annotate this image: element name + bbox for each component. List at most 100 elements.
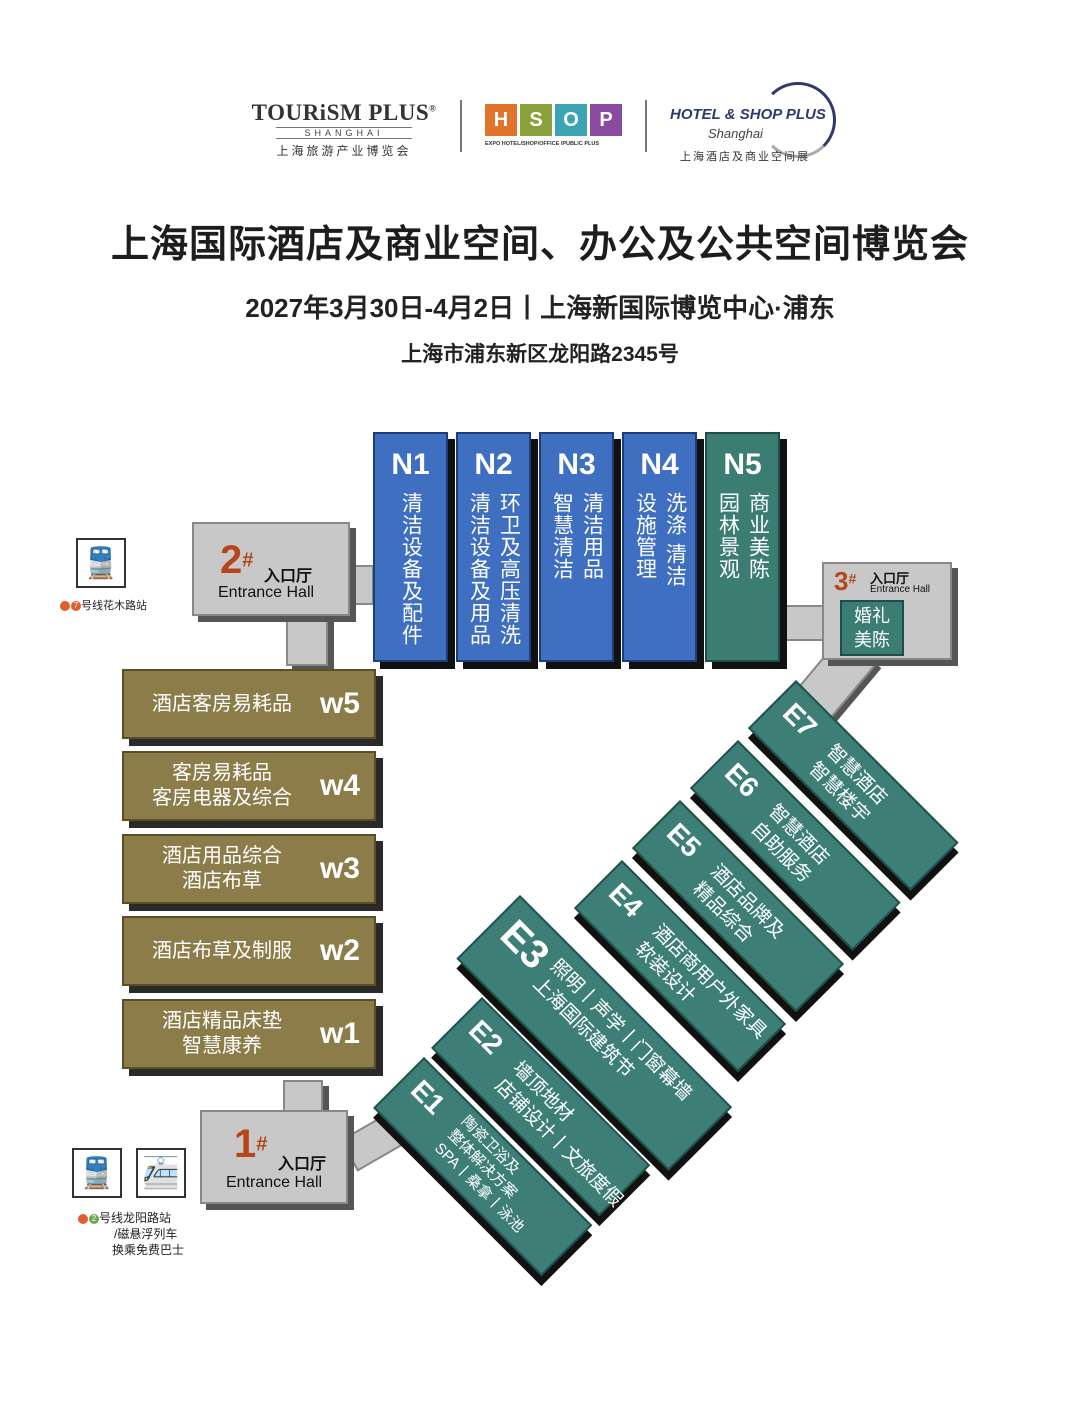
hall-exhibits: 客房易耗品客房电器及综合 (132, 753, 312, 819)
corridor-3 (780, 605, 826, 641)
hall-code: E5 (660, 816, 708, 864)
entrance-1-cn-label: 入口厅 (278, 1156, 327, 1173)
corridor-2-stem (286, 608, 328, 666)
entrance-3-cn-label: 入口厅 (870, 571, 910, 586)
hall-n3[interactable]: N3 清洁用品智慧清洁 (539, 432, 614, 662)
hall-exhibit-line: 酒店布草及制服 (152, 939, 292, 962)
line-2-icon: 2 (89, 1213, 99, 1224)
hall-exhibit-line: 智慧清洁 (550, 492, 574, 580)
metro-train-icon: 🚆 (76, 538, 126, 588)
entrance-2-cn-label: 入口厅 (264, 568, 313, 585)
train-icon: 🚆 (82, 546, 120, 580)
hall-code: N3 (557, 448, 596, 481)
hall-exhibits: 酒店布草及制服 (132, 918, 312, 984)
hall-exhibit-line: 清洁设备及配件 (399, 492, 423, 646)
hall-exhibits: 清洁设备及配件 (375, 492, 446, 646)
hall-code: E2 (462, 1013, 510, 1061)
entrance-3-en-label: Entrance Hall (870, 584, 931, 595)
hall-code: E1 (404, 1073, 452, 1121)
hall-code: w3 (319, 852, 360, 885)
entrance-hall-1[interactable]: 1# 入口厅 Entrance Hall (200, 1110, 348, 1204)
hall-exhibit-line: 清洁用品 (580, 492, 604, 580)
entrance-2-en-label: Entrance Hall (218, 584, 315, 601)
train-icon: 🚈 (142, 1156, 180, 1190)
hall-w2[interactable]: 酒店布草及制服 w2 (122, 916, 376, 986)
hall-exhibits: 环卫及高压清洗清洁设备及用品 (458, 492, 529, 646)
hall-code: w5 (319, 687, 360, 720)
hall-exhibit-line: 洗涤 清洁 (663, 492, 687, 587)
hall-code: N4 (640, 448, 679, 481)
hall-exhibit-line: 园林景观 (716, 492, 740, 580)
tourism-plus-logo: TOURiSM PLUS® SHANGHAI 上海旅游产业博览会 (246, 100, 442, 159)
hall-code: E7 (776, 696, 824, 744)
hall-code: w4 (319, 769, 360, 802)
wedding-decor-area: 婚礼 美陈 (840, 600, 904, 656)
hall-code: N2 (474, 448, 513, 481)
tourism-plus-city: SHANGHAI (276, 127, 412, 139)
entrance-2-number: 2 (220, 538, 243, 582)
hotel-shop-plus-wordmark: HOTEL & SHOP PLUS (670, 106, 826, 123)
hall-exhibits: 智慧酒店自助服务 (745, 799, 834, 888)
hotel-shop-plus-cn-name: 上海酒店及商业空间展 (680, 151, 810, 163)
hall-exhibit-line: 酒店用品综合 (162, 845, 282, 867)
tourism-plus-wordmark: TOURiSM PLUS® (251, 100, 437, 125)
hotel-shop-plus-city: Shanghai (708, 126, 763, 141)
entrance-3-number: 3 (834, 566, 849, 596)
metro-train-icon: 🚆 (72, 1148, 122, 1198)
metro-logo-icon (60, 601, 70, 612)
hsop-tile: S (520, 104, 552, 136)
hall-exhibit-line: 酒店客房易耗品 (152, 692, 292, 715)
entrance-1-number: 1 (234, 1122, 257, 1166)
venue-address: 上海市浦东新区龙阳路2345号 (401, 343, 679, 366)
metro-logo-icon (78, 1213, 88, 1224)
hall-code: N1 (391, 448, 430, 481)
hall-code: E4 (602, 876, 650, 924)
hall-exhibit-line: 酒店精品床垫 (162, 1010, 282, 1032)
hall-exhibits: 酒店精品床垫智慧康养 (132, 1001, 312, 1067)
hall-n5[interactable]: N5 商业美陈园林景观 (705, 432, 780, 662)
hall-exhibits: 酒店用品综合酒店布草 (132, 836, 312, 902)
entrance-hall-2[interactable]: 2# 入口厅 Entrance Hall (192, 522, 350, 616)
hall-exhibit-line: 清洁设备及用品 (467, 492, 491, 646)
hall-n1[interactable]: N1 清洁设备及配件 (373, 432, 448, 662)
hall-exhibit-line: 客房电器及综合 (152, 787, 292, 809)
hall-exhibit-line: 环卫及高压清洗 (497, 492, 521, 646)
logo-divider (645, 100, 647, 152)
hsop-tile: P (590, 104, 622, 136)
entrance-1-en-label: Entrance Hall (226, 1174, 323, 1191)
hall-code: N5 (723, 448, 762, 481)
hall-n4[interactable]: N4 洗涤 清洁设施管理 (622, 432, 697, 662)
hsop-tile: H (485, 104, 517, 136)
hsop-tagline: EXPO HOTEL/SHOP/OFFICE /PUBLIC PLUS (485, 141, 599, 147)
maglev-train-icon: 🚈 (136, 1148, 186, 1198)
tourism-plus-cn-name: 上海旅游产业博览会 (276, 144, 412, 158)
hall-exhibits: 商业美陈园林景观 (707, 492, 778, 580)
hotel-shop-plus-arc-icon (760, 82, 836, 158)
hall-exhibit-line: 客房易耗品 (172, 762, 272, 784)
hall-exhibits: 酒店客房易耗品 (132, 671, 312, 737)
hall-exhibit-line: 智慧康养 (182, 1035, 262, 1057)
hall-exhibits: 清洁用品智慧清洁 (541, 492, 612, 580)
logo-divider (460, 100, 462, 152)
entrance-hall-3[interactable]: 3# 入口厅 Entrance Hall 婚礼 美陈 (822, 562, 952, 660)
event-date-venue: 2027年3月30日-4月2日丨上海新国际博览中心·浦东 (245, 293, 835, 323)
page-title: 上海国际酒店及商业空间、办公及公共空间博览会 (110, 224, 969, 266)
hall-exhibit-line: 设施管理 (633, 492, 657, 580)
hall-code: E6 (718, 756, 766, 804)
train-icon: 🚆 (78, 1156, 116, 1190)
hall-exhibits: 洗涤 清洁设施管理 (624, 492, 695, 587)
hall-exhibit-line: 酒店布草 (182, 870, 262, 892)
hall-n2[interactable]: N2 环卫及高压清洗清洁设备及用品 (456, 432, 531, 662)
hall-code: w2 (319, 934, 360, 967)
hsop-tile: O (555, 104, 587, 136)
hall-exhibit-line: 商业美陈 (746, 492, 770, 580)
hall-exhibits: 智慧酒店智慧楼宇 (803, 739, 892, 828)
hall-code: w1 (319, 1017, 360, 1050)
hall-w5[interactable]: 酒店客房易耗品 w5 (122, 669, 376, 739)
